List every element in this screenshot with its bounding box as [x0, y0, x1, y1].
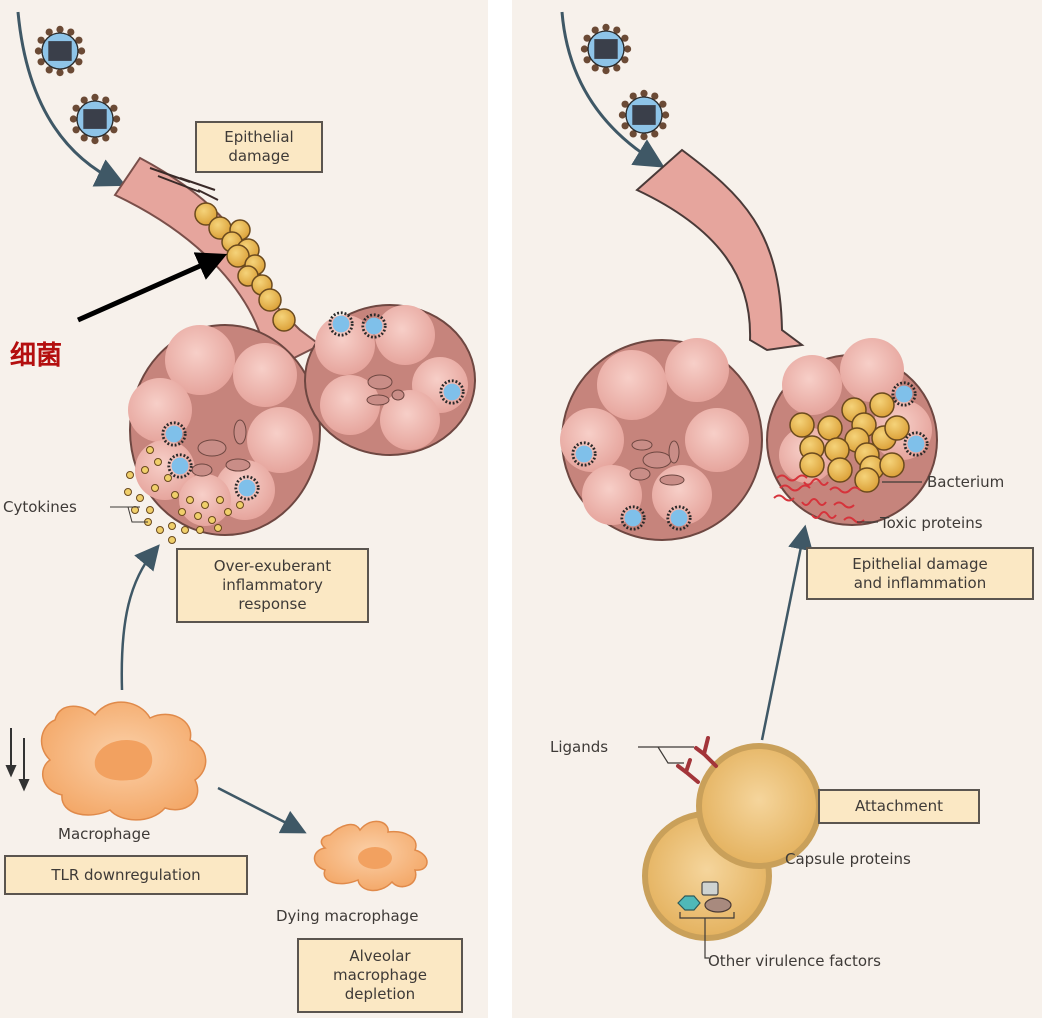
- virulence-bracket: [679, 912, 735, 959]
- label-toxic-proteins: Toxic proteins: [880, 514, 983, 532]
- box-attachment: Attachment: [818, 789, 980, 824]
- box-tlr-downregulation: TLR downregulation: [4, 855, 248, 895]
- macrophage-nucleus: [94, 740, 153, 781]
- attachment-up-arrow: [760, 524, 813, 741]
- alveoli-left-cluster: [560, 338, 763, 541]
- hexagon-factor-icon: [677, 895, 701, 911]
- left-illustration: [5, 11, 476, 892]
- box-text: Epithelial damage: [224, 128, 294, 165]
- label-capsule-proteins: Capsule proteins: [785, 850, 911, 868]
- alveoli-left-cluster: [128, 324, 321, 536]
- label-macrophage: Macrophage: [58, 825, 151, 843]
- box-text: Epithelial damage and inflammation: [852, 554, 988, 592]
- dying-arrow: [217, 786, 307, 834]
- box-epithelial-damage-inflammation: Epithelial damage and inflammation: [806, 547, 1034, 600]
- virus-icon: [618, 89, 670, 141]
- box-alveolar-macrophage-depletion: Alveolar macrophage depletion: [297, 938, 463, 1013]
- annotation-bacteria-cn: 细菌: [10, 341, 63, 371]
- square-factor-icon: [701, 881, 719, 896]
- label-dying-macrophage: Dying macrophage: [276, 907, 419, 925]
- entry-arrow: [16, 11, 127, 187]
- entry-arrow: [560, 11, 665, 168]
- box-over-exuberant-response: Over-exuberant inflammatory response: [176, 548, 369, 623]
- label-bacterium: Bacterium: [927, 473, 1005, 491]
- macrophage-up-arrow: [120, 544, 160, 691]
- ligand-icon: [694, 736, 718, 768]
- virus-icon: [69, 93, 121, 145]
- box-text: Attachment: [855, 797, 943, 815]
- dying-nucleus: [358, 847, 392, 869]
- annotation-arrow: [76, 252, 228, 323]
- right-illustration: [560, 11, 938, 959]
- box-epithelial-damage: Epithelial damage: [195, 121, 323, 173]
- virion-icon: [328, 311, 354, 337]
- cytokine-dots: [124, 446, 244, 544]
- ligands-leader: [638, 746, 694, 764]
- label-other-virulence-factors: Other virulence factors: [708, 952, 881, 970]
- bacterial-cell-upper: [696, 743, 822, 869]
- panel-bacterial-infection: Bacterium Toxic proteins Epithelial dama…: [512, 0, 1042, 1018]
- box-text: TLR downregulation: [51, 865, 201, 884]
- alveoli-right-cluster: [304, 304, 476, 456]
- panel-viral-infection: 细菌 Epithelial damage Over-exuberant infl…: [0, 0, 488, 1018]
- bacteria-cluster: [789, 392, 910, 493]
- ligand-icon: [676, 758, 700, 784]
- downregulation-arrows-icon: [5, 728, 30, 792]
- virus-icon: [34, 25, 86, 77]
- bronchus: [635, 148, 805, 352]
- virus-icon: [580, 23, 632, 75]
- box-text: Alveolar macrophage depletion: [332, 947, 428, 1003]
- cytokines-leader: [110, 506, 148, 523]
- box-text: Over-exuberant inflammatory response: [213, 557, 332, 613]
- oval-factor-icon: [704, 897, 732, 913]
- label-ligands: Ligands: [550, 738, 609, 756]
- label-cytokines: Cytokines: [3, 498, 77, 516]
- bacteria-chain: [194, 202, 296, 332]
